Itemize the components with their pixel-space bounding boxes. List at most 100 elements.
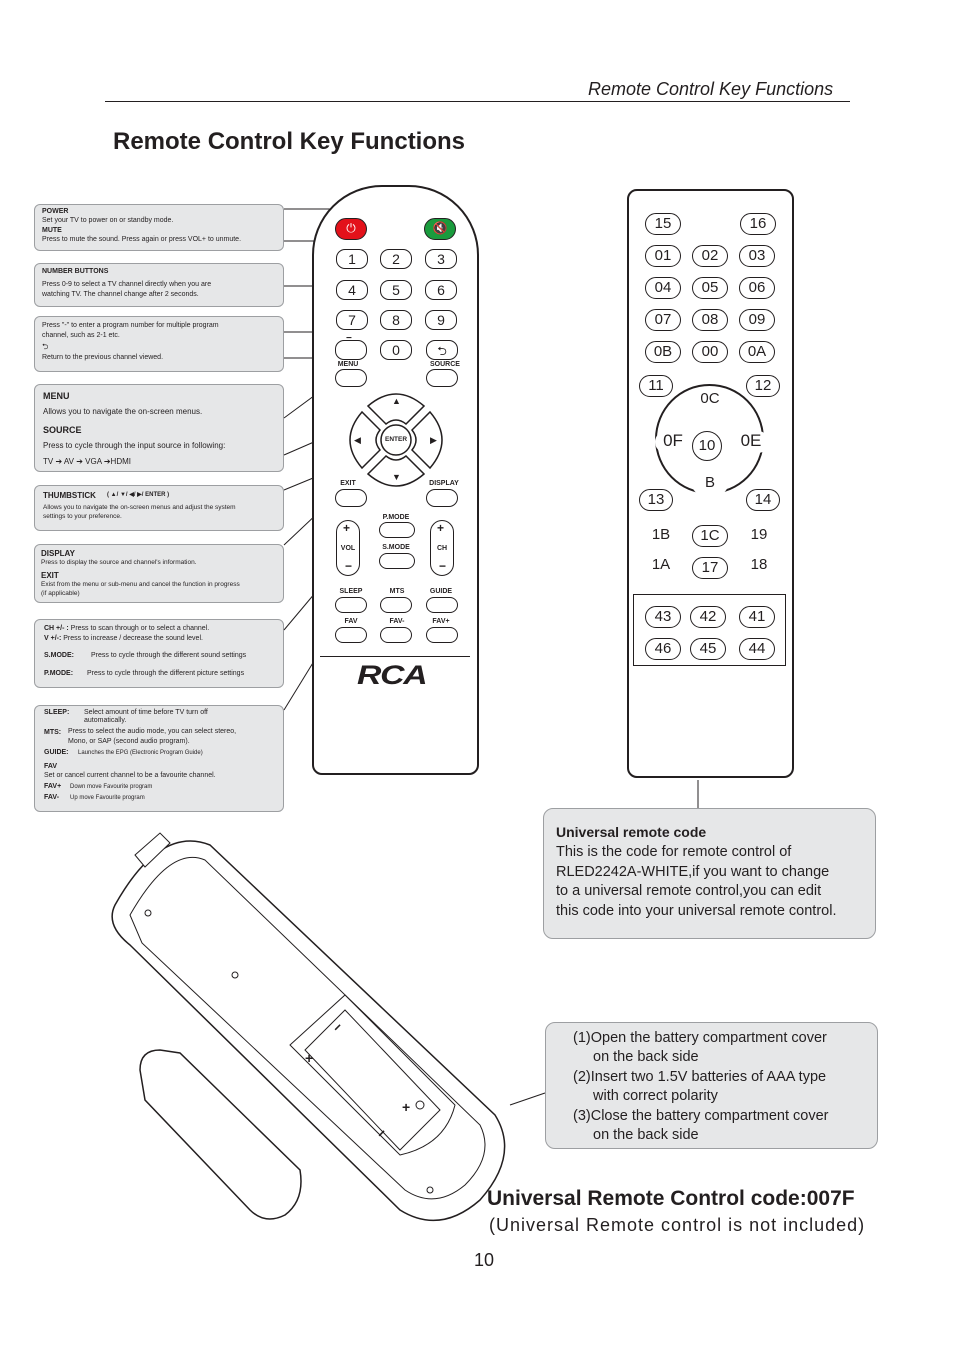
enter-button[interactable] [380, 424, 412, 456]
left-button[interactable] [349, 410, 382, 470]
universal-key-18[interactable]: 18 [741, 555, 777, 577]
universal-key-15[interactable]: 15 [645, 213, 681, 235]
universal-key-45[interactable]: 45 [690, 638, 726, 660]
callout-label: FAV [44, 763, 58, 770]
callout-heading: EXIT [41, 571, 59, 580]
up-button[interactable] [366, 393, 426, 426]
digit-2-button[interactable]: 2 [380, 249, 412, 269]
digit-6-button[interactable]: 6 [425, 280, 457, 300]
universal-key-03[interactable]: 03 [739, 245, 775, 267]
universal-key-46[interactable]: 46 [645, 638, 681, 660]
callout-heading: NUMBER BUTTONS [42, 268, 109, 275]
digit-4-button[interactable]: 4 [336, 280, 368, 300]
universal-key-10[interactable]: 10 [692, 431, 722, 461]
channel-rocker[interactable]: + − [430, 520, 454, 576]
menu-button[interactable] [335, 369, 367, 387]
callout-text: Up move Favourite program [70, 795, 145, 801]
right-button[interactable] [410, 410, 443, 470]
digit-3-button[interactable]: 3 [425, 249, 457, 269]
sleep-button[interactable] [335, 597, 367, 613]
universal-code-box: Universal remote code This is the code f… [543, 808, 876, 939]
guide-button[interactable] [426, 597, 458, 613]
universal-key-06[interactable]: 06 [739, 277, 775, 299]
callout-ch-vol: CH +/- : Press to scan through or to sel… [34, 619, 284, 688]
universal-key-08[interactable]: 08 [692, 309, 728, 331]
universal-key-0F[interactable]: 0F [655, 431, 691, 453]
digit-label: 7 [348, 312, 356, 328]
digit-label: 6 [437, 282, 445, 298]
channel-up-icon: + [437, 521, 445, 535]
universal-key-19[interactable]: 19 [741, 525, 777, 547]
guide-label: GUIDE [429, 588, 453, 595]
universal-key-0A[interactable]: 0A [739, 341, 775, 363]
battery-step: on the back side [593, 1127, 699, 1143]
universal-key-09[interactable]: 09 [739, 309, 775, 331]
display-button[interactable] [426, 489, 458, 507]
universal-key-B[interactable]: B [692, 473, 728, 495]
pmode-button[interactable] [379, 522, 415, 538]
digit-9-button[interactable]: 9 [425, 310, 457, 330]
down-button[interactable] [366, 454, 426, 487]
universal-key-07[interactable]: 07 [645, 309, 681, 331]
callout-text: Allows you to navigate the on-screen men… [43, 407, 203, 416]
callout-heading: MUTE [42, 227, 62, 234]
battery-step: (2)Insert two 1.5V batteries of AAA type [573, 1069, 827, 1085]
return-icon: ⮌ [437, 344, 447, 358]
digit-5-button[interactable]: 5 [380, 280, 412, 300]
universal-key-12[interactable]: 12 [746, 375, 780, 397]
mts-button[interactable] [380, 597, 412, 613]
power-button[interactable]: ⏻ [335, 218, 367, 240]
universal-key-16[interactable]: 16 [740, 213, 776, 235]
vol-label: VOL [340, 545, 356, 552]
universal-key-11[interactable]: 11 [639, 375, 673, 397]
universal-key-41[interactable]: 41 [739, 606, 775, 628]
digit-label: 2 [392, 251, 400, 267]
callout-label: V +/-: [44, 635, 62, 642]
universal-key-05[interactable]: 05 [692, 277, 728, 299]
callout-text: Down move Favourite program [70, 784, 153, 790]
universal-key-00[interactable]: 00 [692, 341, 728, 363]
dash-button[interactable] [335, 340, 367, 360]
digit-1-button[interactable]: 1 [336, 249, 368, 269]
exit-button[interactable] [335, 489, 367, 507]
fav-minus-button[interactable] [380, 627, 412, 643]
universal-key-42[interactable]: 42 [690, 606, 726, 628]
universal-key-44[interactable]: 44 [739, 638, 775, 660]
universal-key-1C[interactable]: 1C [692, 525, 728, 547]
universal-key-17[interactable]: 17 [692, 557, 728, 579]
callout-menu-source: MENU Allows you to navigate the on-scree… [34, 384, 284, 472]
plus-symbol: + [305, 1050, 313, 1066]
digit-label: 9 [437, 312, 445, 328]
universal-key-1B[interactable]: 1B [643, 525, 679, 547]
callout-text: Press "-" to enter a program number for … [42, 322, 219, 329]
mute-button[interactable]: 🔇 [424, 218, 456, 240]
fav-minus-label: FAV- [389, 618, 405, 625]
volume-rocker[interactable]: + − [336, 520, 360, 576]
callout-label: GUIDE: [44, 749, 69, 756]
fav-plus-button[interactable] [426, 627, 458, 643]
universal-key-43[interactable]: 43 [645, 606, 681, 628]
universal-key-04[interactable]: 04 [645, 277, 681, 299]
callout-label: FAV- [44, 794, 60, 801]
universal-key-02[interactable]: 02 [692, 245, 728, 267]
universal-key-01[interactable]: 01 [645, 245, 681, 267]
digit-8-button[interactable]: 8 [380, 310, 412, 330]
callout-label: CH +/- : [44, 625, 69, 632]
smode-button[interactable] [379, 553, 415, 569]
universal-key-14[interactable]: 14 [746, 489, 780, 511]
volume-up-icon: + [343, 521, 351, 535]
screw-icon [415, 1100, 425, 1110]
return-button[interactable]: ⮌ [426, 340, 458, 360]
battery-step: with correct polarity [593, 1088, 718, 1104]
source-button[interactable] [426, 369, 458, 387]
universal-key-0B[interactable]: 0B [645, 341, 681, 363]
universal-key-1A[interactable]: 1A [643, 555, 679, 577]
fav-button[interactable] [335, 627, 367, 643]
universal-key-0C[interactable]: 0C [692, 389, 728, 411]
digit-0-button[interactable]: 0 [380, 340, 412, 360]
digit-7-button[interactable]: 7 [336, 310, 368, 330]
code-box-text: this code into your universal remote con… [556, 903, 837, 919]
universal-key-13[interactable]: 13 [639, 489, 673, 511]
universal-key-0E[interactable]: 0E [733, 431, 769, 453]
callout-text: automatically. [84, 717, 127, 724]
